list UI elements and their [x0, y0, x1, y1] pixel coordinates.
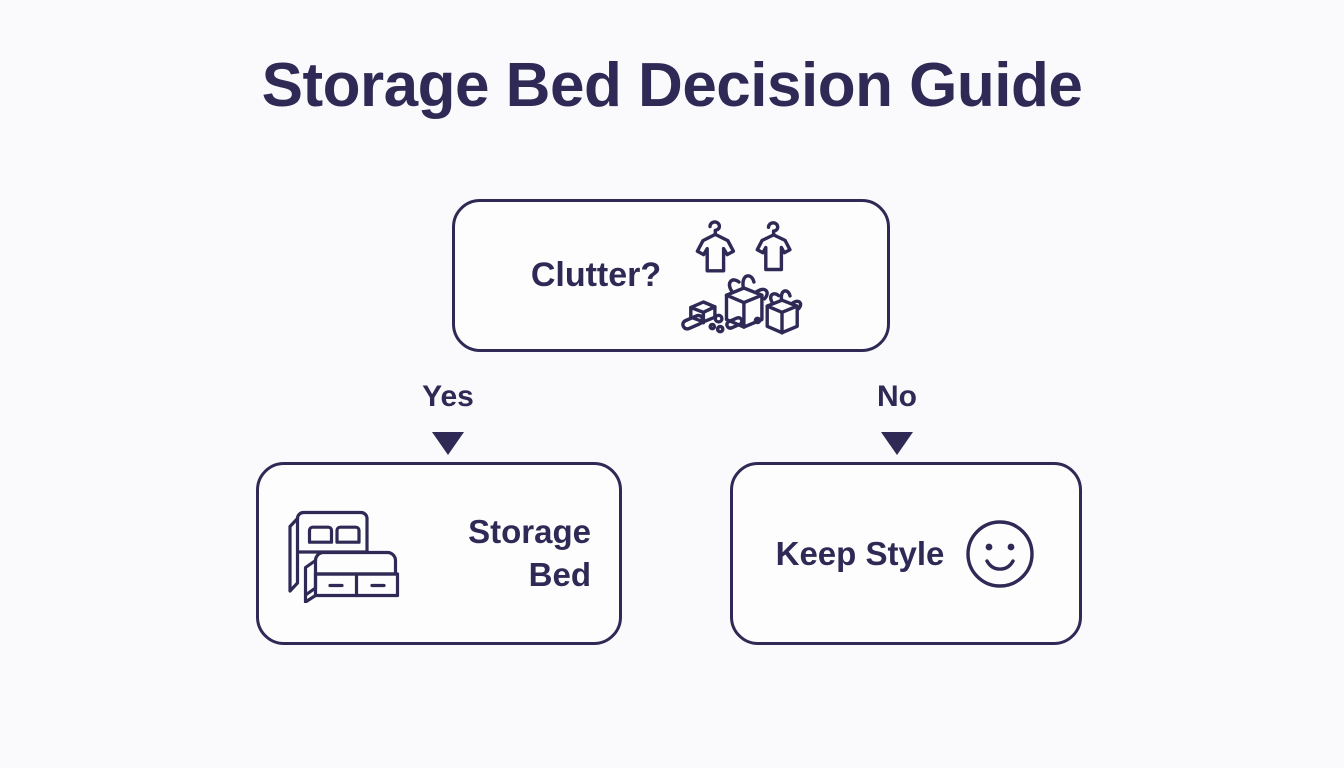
smiley-face-icon — [966, 519, 1035, 588]
branch-no: No — [842, 382, 952, 455]
branch-yes: Yes — [393, 382, 503, 455]
arrow-down-icon — [881, 432, 913, 455]
page-title: Storage Bed Decision Guide — [261, 51, 1083, 120]
outcome-node-keep-style[interactable]: Keep Style — [730, 462, 1082, 645]
decision-node-label: Clutter? — [530, 256, 662, 294]
storage-bed-label-line1: Storage — [468, 513, 591, 551]
storage-bed-label-line2: Bed — [528, 555, 591, 593]
decision-node-clutter[interactable]: Clutter? — [452, 199, 890, 352]
branch-no-label: No — [877, 380, 917, 413]
storage-bed-icon — [288, 510, 400, 603]
clutter-icon — [681, 219, 803, 335]
branch-yes-label: Yes — [422, 380, 474, 413]
arrow-down-icon — [432, 432, 464, 455]
outcome-node-keep-style-label: Keep Style — [775, 534, 945, 572]
